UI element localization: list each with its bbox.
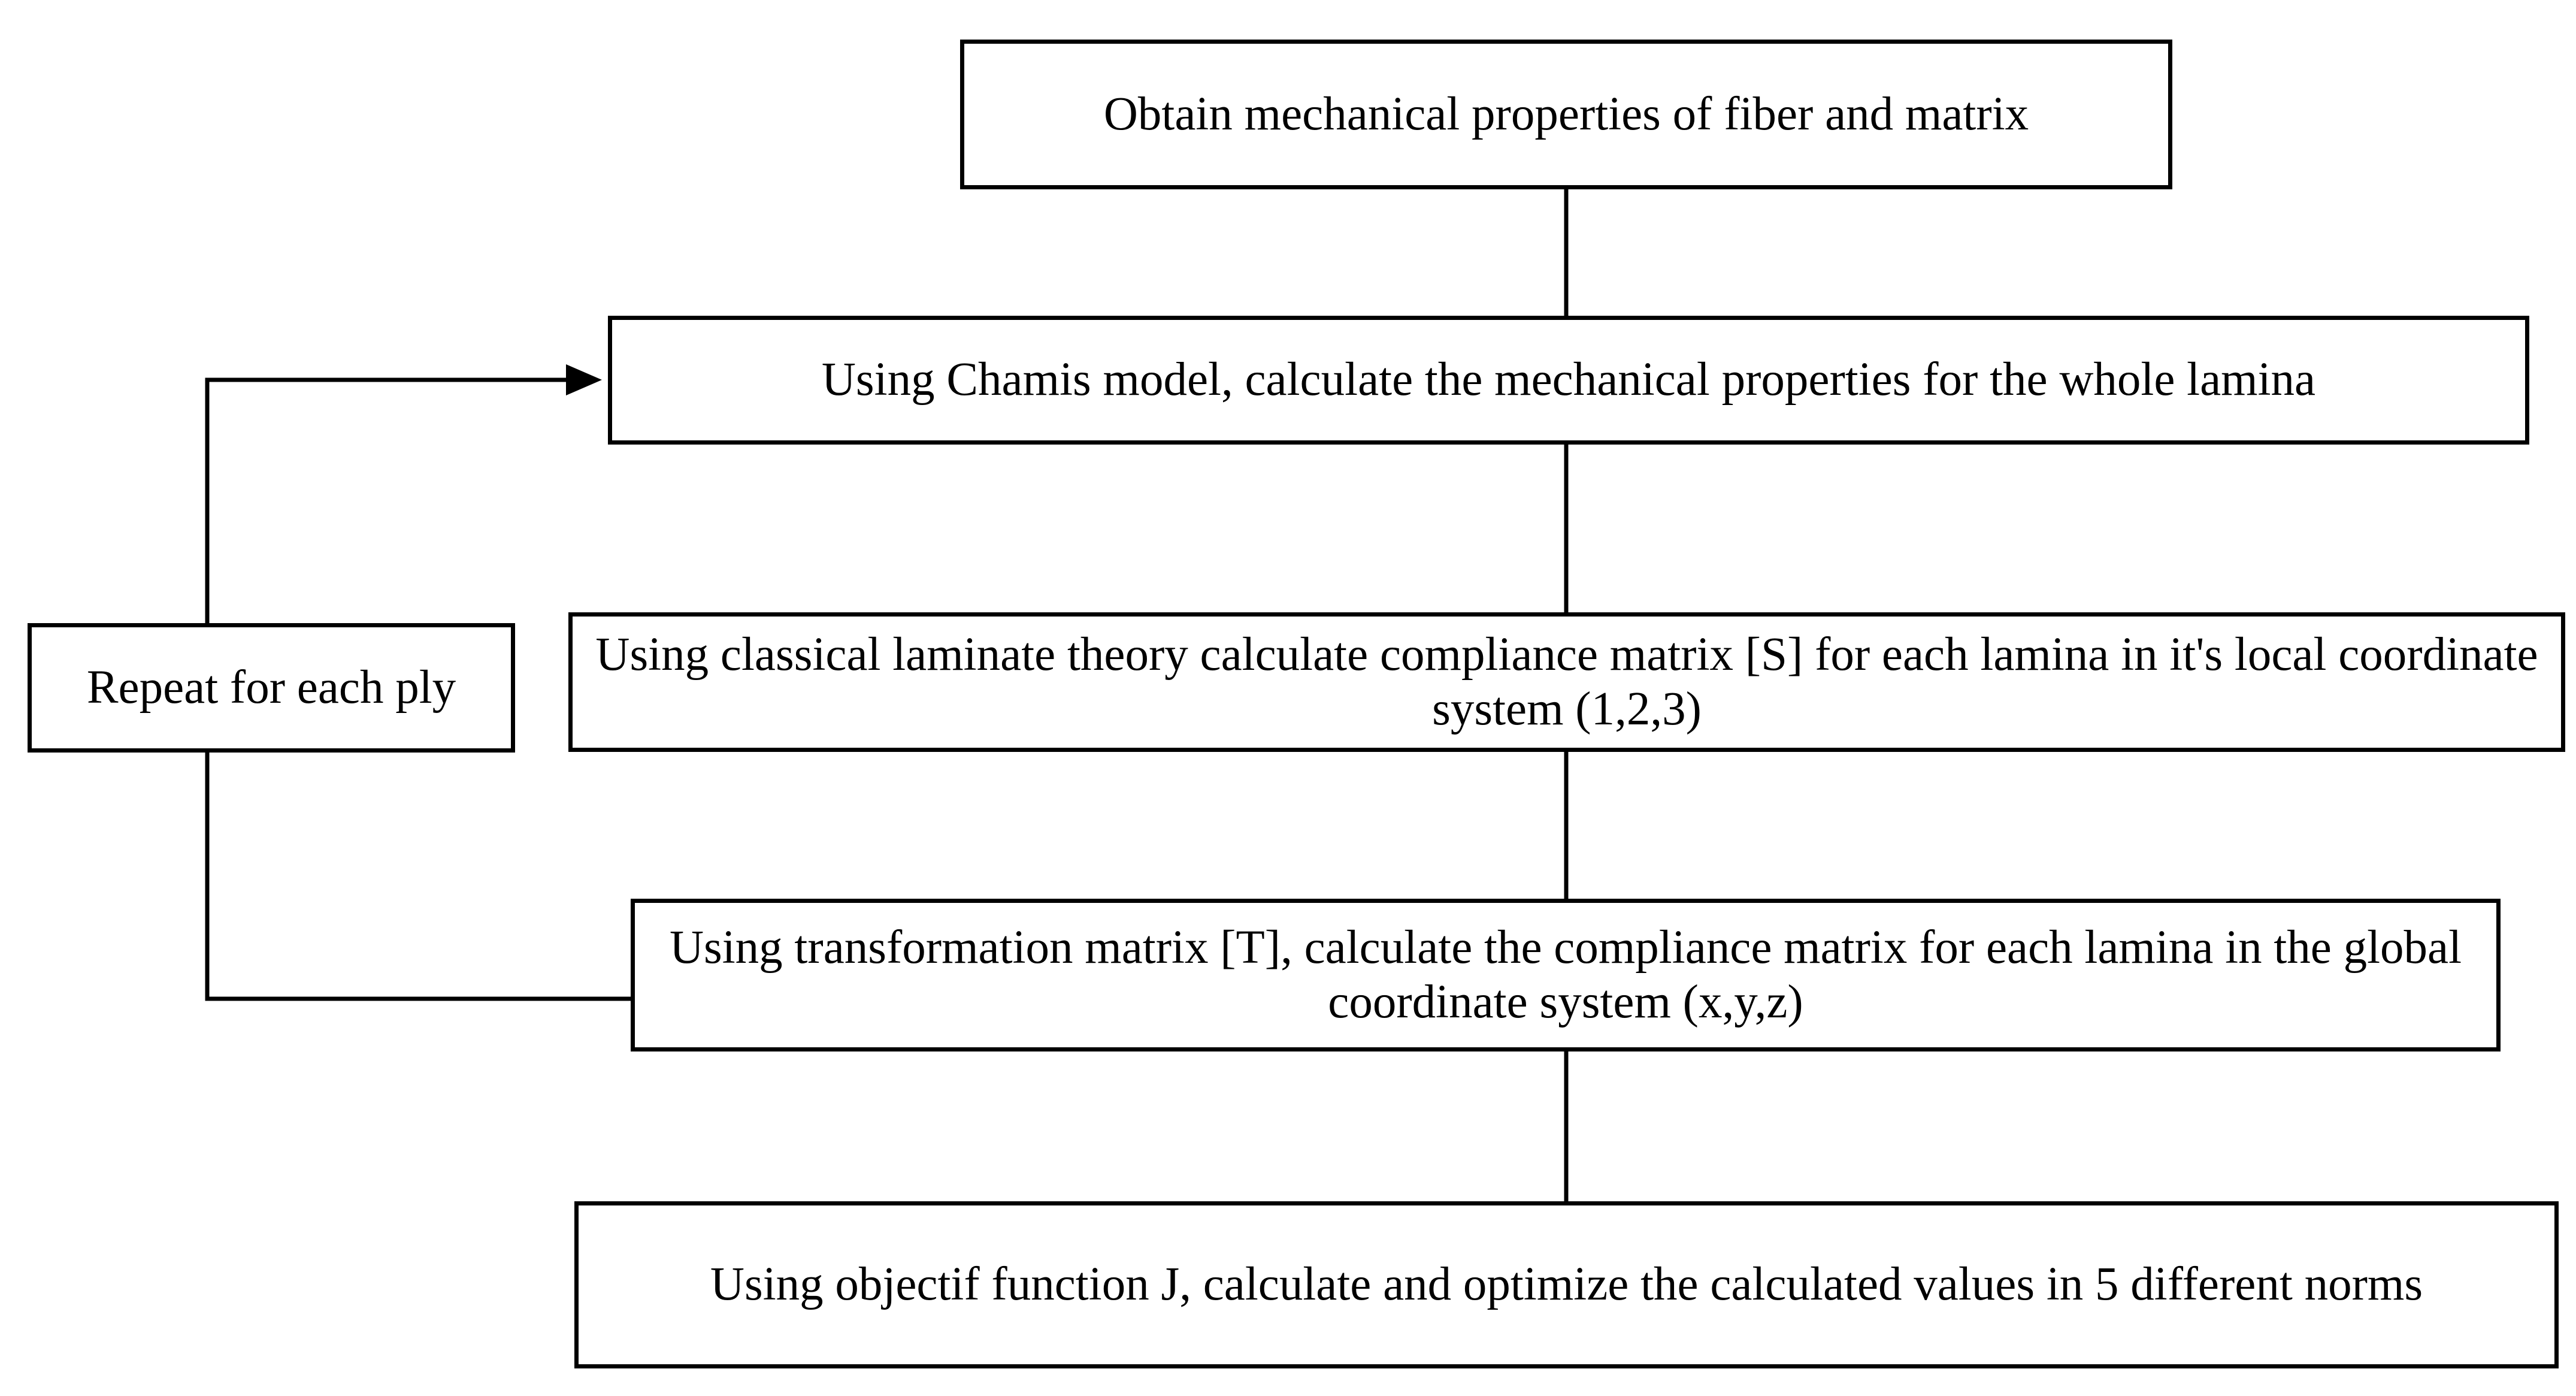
step-chamis-model: Using Chamis model, calculate the mechan… <box>608 316 2529 445</box>
step-transformation-matrix-text: Using transformation matrix [T], calcula… <box>669 921 2462 1028</box>
loop-arrowhead <box>566 364 602 395</box>
step-transformation-matrix: Using transformation matrix [T], calcula… <box>631 899 2501 1051</box>
loop-connector-to-step2 <box>205 377 569 623</box>
step-objective-function-text: Using objectif function J, calculate and… <box>710 1258 2423 1311</box>
step-obtain-properties: Obtain mechanical properties of fiber an… <box>960 40 2172 189</box>
step-classical-laminate-theory-text: Using classical laminate theory calculat… <box>595 628 2538 735</box>
loop-connector-from-step4 <box>205 753 631 1001</box>
loop-repeat-label: Repeat for each ply <box>86 661 456 714</box>
loop-repeat-box: Repeat for each ply <box>28 623 515 753</box>
step-chamis-model-text: Using Chamis model, calculate the mechan… <box>821 353 2316 406</box>
step-classical-laminate-theory: Using classical laminate theory calculat… <box>568 612 2565 752</box>
step-obtain-properties-text: Obtain mechanical properties of fiber an… <box>1103 87 2029 140</box>
step-objective-function: Using objectif function J, calculate and… <box>574 1201 2559 1368</box>
